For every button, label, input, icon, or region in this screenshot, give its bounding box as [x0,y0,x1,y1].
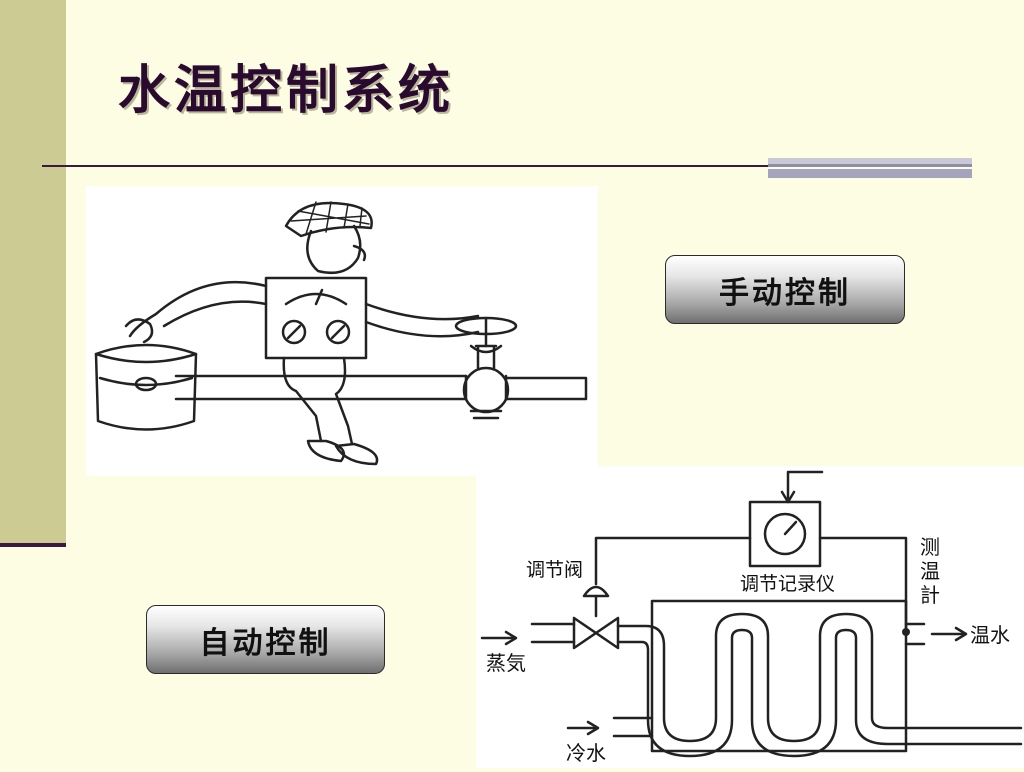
temperature-sensor-icon [902,628,910,636]
steam-pipe [530,622,576,644]
person-legs [282,356,323,443]
side-bar-divider [0,543,66,547]
page-title: 水温控制系统 [118,60,455,121]
side-bar [0,0,66,545]
person-right-arm [364,302,480,321]
recorder-label: 调节记录仪 [740,573,835,595]
person-cap [284,201,373,238]
valve-label: 调节阀 [526,559,583,581]
gauge-dial [284,292,348,306]
valve-stem [474,344,498,370]
heating-coil [616,612,1023,743]
steam-label: 蒸気 [486,651,526,675]
valve-actuator [582,585,610,598]
cold-water-label: 冷水 [566,741,606,765]
title-rule [42,165,972,167]
control-valve-icon [572,616,620,650]
auto-control-diagram: 调节阀 调节记录仪 测 温 計 蒸気 冷水 温水 [476,466,1024,768]
person-head [306,224,362,275]
heat-exchanger-tank [650,599,908,753]
thermometer-label-3: 計 [920,583,940,607]
title-rule-accent [768,158,972,178]
control-line-to-valve [594,536,752,586]
water-tank [94,343,198,431]
recorder-dial-icon [763,512,807,556]
pipe-outlet [504,376,588,401]
auto-control-drawing: 调节阀 调节记录仪 测 温 計 蒸気 冷水 温水 [480,470,1023,765]
person-left-arm [128,280,268,338]
warm-water-label: 温水 [970,623,1010,647]
pipe [174,374,468,401]
controller-box [264,276,368,360]
recorder-box [748,500,822,568]
auto-control-button[interactable]: 自动控制 [146,605,385,674]
thermometer-label-1: 测 [920,535,940,559]
thermometer-label-2: 温 [920,559,940,583]
input-signal-line [786,470,824,500]
manual-control-illustration [86,186,598,476]
manual-control-drawing [94,201,588,466]
valve-body [462,366,510,414]
manual-control-button[interactable]: 手动控制 [665,255,905,324]
